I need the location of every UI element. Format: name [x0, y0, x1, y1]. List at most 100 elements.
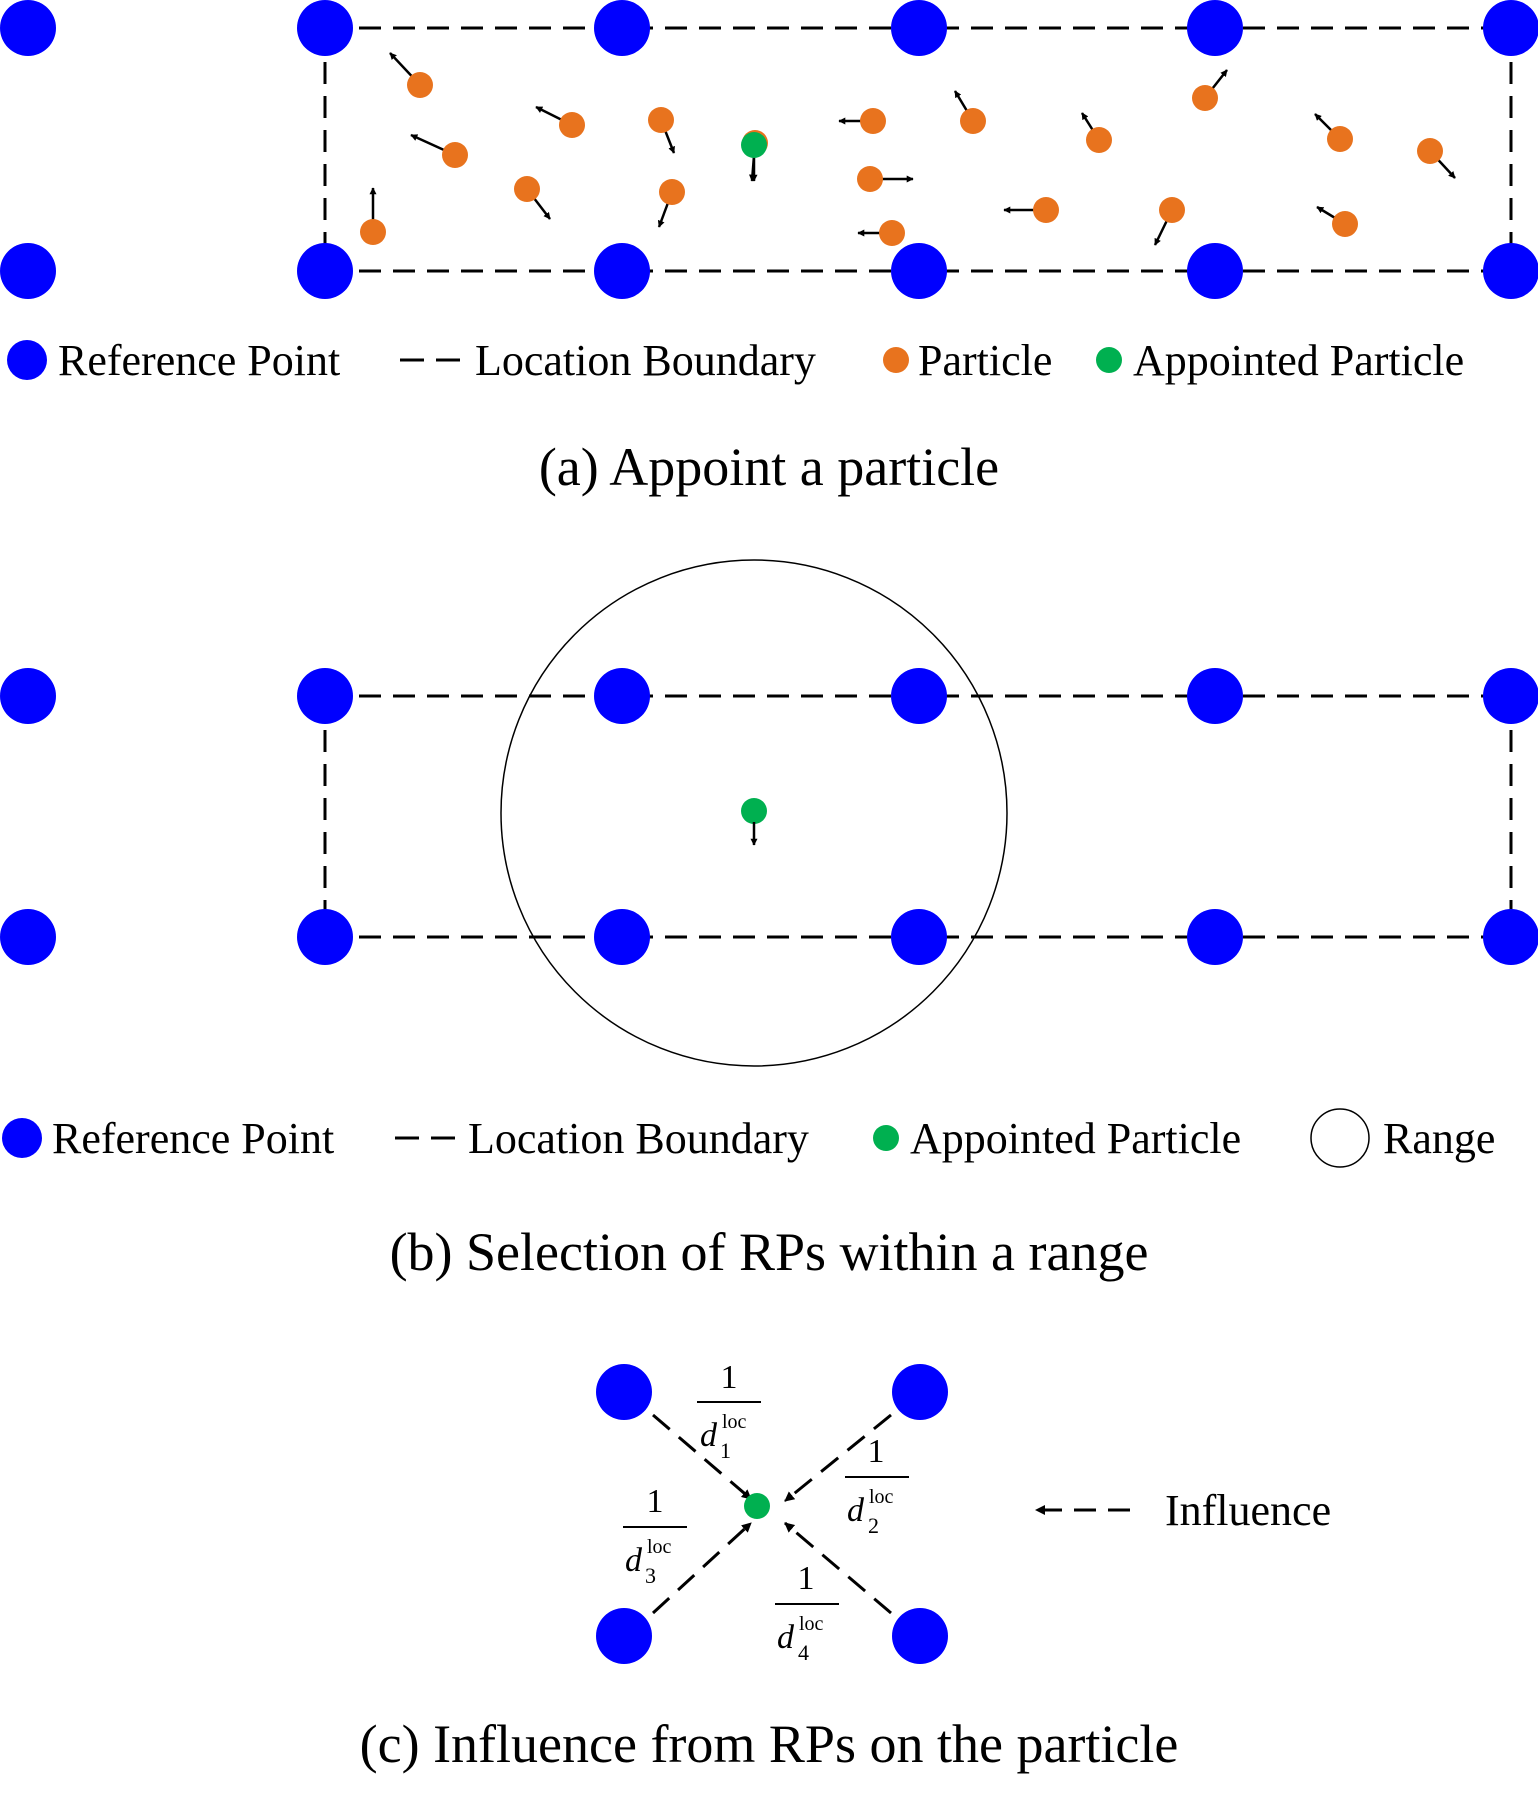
caption-b: (b) Selection of RPs within a range	[390, 1222, 1149, 1282]
particle	[442, 142, 468, 168]
reference-point	[0, 668, 56, 724]
legend-particle-marker	[883, 347, 909, 373]
particle	[1332, 211, 1358, 237]
influence-line-1	[652, 1413, 752, 1501]
weight-label-1: 1 d loc 1	[697, 1359, 761, 1463]
legend-boundary-label: Location Boundary	[475, 336, 816, 385]
particle	[879, 220, 905, 246]
legend-reference-point-label: Reference Point	[52, 1114, 334, 1163]
reference-point	[1483, 909, 1538, 965]
weight-numerator: 1	[798, 1560, 815, 1597]
panel-c: 1 d loc 1 1 d loc 2 1 d loc 3 1 d loc	[360, 1359, 1331, 1774]
particle	[1159, 197, 1185, 223]
legend-appointed-label: Appointed Particle	[1133, 336, 1464, 385]
weight-superscript: loc	[869, 1486, 894, 1508]
reference-point	[594, 909, 650, 965]
particle	[514, 176, 540, 202]
reference-point	[297, 909, 353, 965]
reference-point	[891, 668, 947, 724]
legend-range-label: Range	[1383, 1114, 1495, 1163]
particle	[559, 112, 585, 138]
weight-superscript: loc	[722, 1411, 747, 1433]
legend-particle-label: Particle	[918, 336, 1052, 385]
legend-appointed-marker	[873, 1125, 899, 1151]
particle	[960, 108, 986, 134]
particle	[1192, 85, 1218, 111]
weight-symbol: d	[777, 1619, 795, 1656]
legend-range-marker	[1310, 1108, 1370, 1168]
reference-point	[1483, 668, 1538, 724]
reference-point	[297, 0, 353, 56]
particle	[857, 166, 883, 192]
reference-point	[892, 1608, 948, 1664]
particle	[1417, 138, 1443, 164]
particle	[407, 72, 433, 98]
weight-symbol: d	[700, 1417, 718, 1454]
legend-appointed-marker	[1096, 347, 1122, 373]
reference-point	[594, 243, 650, 299]
caption-c: (c) Influence from RPs on the particle	[360, 1714, 1179, 1774]
weight-label-3: 1 d loc 3	[623, 1483, 687, 1588]
reference-point	[0, 0, 56, 56]
weight-superscript: loc	[799, 1613, 824, 1635]
weight-subscript: 3	[645, 1563, 656, 1588]
particle	[1327, 126, 1353, 152]
weight-label-2: 1 d loc 2	[845, 1433, 909, 1538]
reference-point	[0, 243, 56, 299]
legend-boundary-label: Location Boundary	[468, 1114, 809, 1163]
particles	[360, 52, 1456, 246]
reference-point	[892, 1364, 948, 1420]
particle	[1033, 197, 1059, 223]
weight-symbol: d	[847, 1492, 865, 1529]
reference-point	[1483, 243, 1538, 299]
weight-numerator: 1	[868, 1433, 885, 1470]
reference-point	[594, 0, 650, 56]
reference-point	[596, 1608, 652, 1664]
reference-point	[891, 909, 947, 965]
reference-point	[297, 668, 353, 724]
particle	[1086, 127, 1112, 153]
reference-point	[596, 1364, 652, 1420]
weight-subscript: 1	[720, 1438, 731, 1463]
range-circle	[500, 559, 1008, 1067]
reference-point	[1187, 243, 1243, 299]
weight-superscript: loc	[647, 1536, 672, 1558]
location-boundary	[323, 694, 1513, 939]
reference-point	[1483, 0, 1538, 56]
legend-c: Influence	[1035, 1486, 1331, 1535]
reference-points	[0, 668, 1538, 965]
reference-point	[1187, 909, 1243, 965]
legend-influence-label: Influence	[1165, 1486, 1331, 1535]
reference-point	[1187, 668, 1243, 724]
legend-reference-point-label: Reference Point	[58, 336, 340, 385]
reference-point	[297, 243, 353, 299]
weight-subscript: 2	[868, 1513, 879, 1538]
reference-point	[594, 668, 650, 724]
caption-a: (a) Appoint a particle	[539, 437, 999, 497]
reference-point	[0, 909, 56, 965]
weight-label-4: 1 d loc 4	[775, 1560, 839, 1665]
panel-b: Reference Point Location Boundary Appoin…	[0, 559, 1538, 1282]
weight-subscript: 4	[798, 1640, 809, 1665]
weight-symbol: d	[625, 1542, 643, 1579]
legend-a: Reference Point Location Boundary Partic…	[7, 336, 1464, 385]
appointed-particle	[741, 798, 767, 846]
particle	[648, 107, 674, 133]
legend-reference-point-marker	[7, 340, 47, 380]
particle	[860, 108, 886, 134]
reference-points	[0, 0, 1538, 299]
particle	[360, 219, 386, 245]
legend-reference-point-marker	[2, 1118, 42, 1158]
appointed-particle-dot	[744, 1493, 770, 1519]
appointed-particle-dot	[741, 798, 767, 824]
weight-numerator: 1	[721, 1359, 738, 1396]
reference-point	[1187, 0, 1243, 56]
panel-a: Reference Point Location Boundary Partic…	[0, 0, 1538, 497]
influence-line-4	[784, 1521, 892, 1615]
reference-point	[891, 0, 947, 56]
weight-numerator: 1	[647, 1483, 664, 1520]
legend-b: Reference Point Location Boundary Appoin…	[2, 1108, 1495, 1168]
legend-appointed-label: Appointed Particle	[910, 1114, 1241, 1163]
particle	[659, 179, 685, 205]
